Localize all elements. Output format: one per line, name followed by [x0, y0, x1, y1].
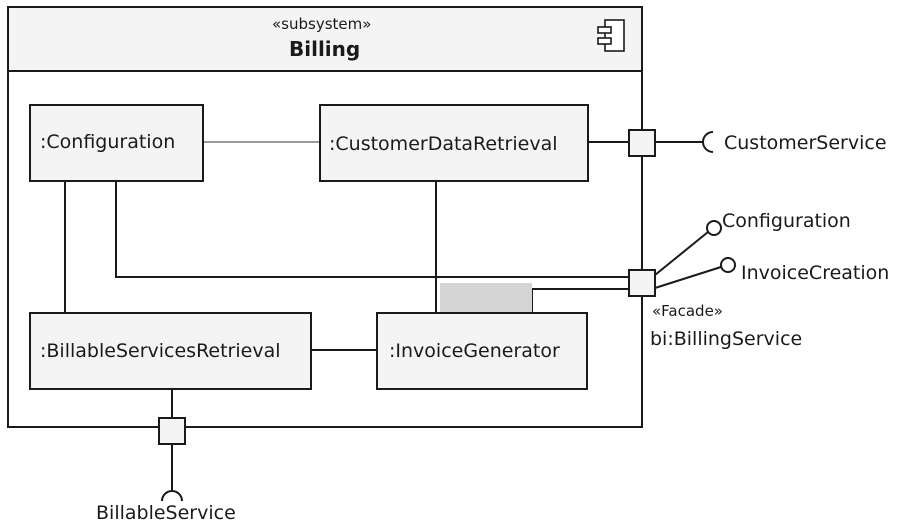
facade-port-name: bi:BillingService [650, 328, 803, 350]
ports [158, 129, 656, 445]
billable-service-port [158, 417, 186, 445]
component-icon [597, 19, 625, 52]
billable-service-socket-icon [161, 490, 183, 502]
part-billable-services-retrieval-label: :BillableServicesRetrieval [40, 340, 281, 362]
invoice-creation-interface-label: InvoiceCreation [741, 262, 890, 284]
facade-port-stereotype: «Facade» [652, 302, 723, 320]
part-shadow-area [440, 283, 532, 313]
facade-port [628, 269, 656, 297]
subsystem-header [7, 6, 643, 72]
customer-service-socket-icon [702, 131, 714, 153]
configuration-interface-link [654, 231, 709, 276]
subsystem-stereotype: «subsystem» [272, 15, 372, 33]
invoice-creation-lollipop-icon [720, 257, 736, 273]
connector-config-facade [115, 181, 629, 278]
external-interface-links [171, 141, 722, 492]
part-invoice-generator-box [376, 312, 588, 390]
part-customer-data-retrieval-box [319, 104, 589, 182]
configuration-interface-label: Configuration [722, 210, 851, 232]
part-configuration-box [29, 104, 204, 182]
part-configuration-label: :Configuration [40, 131, 176, 153]
customer-service-interface-label: CustomerService [724, 132, 887, 154]
part-billable-services-retrieval-box [29, 312, 312, 390]
invoice-creation-interface-link [654, 266, 722, 289]
part-invoice-generator-label: :InvoiceGenerator [389, 340, 560, 362]
parts [29, 104, 589, 390]
billable-service-interface-label: BillableService [96, 502, 236, 524]
part-customer-data-retrieval-label: :CustomerDataRetrieval [329, 133, 558, 155]
customer-service-port [628, 129, 656, 157]
subsystem-name: Billing [289, 37, 361, 61]
configuration-lollipop-icon [706, 220, 722, 236]
